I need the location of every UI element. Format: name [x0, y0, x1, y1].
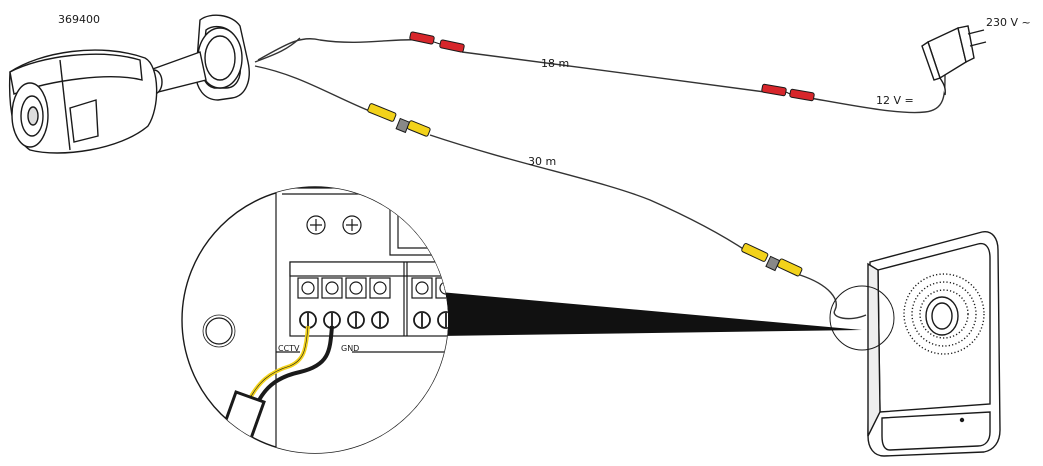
- screw-icon: [306, 215, 362, 235]
- product-code-label: 369400: [58, 13, 100, 26]
- cables: [254, 37, 946, 320]
- terminal-gnd-label: GND: [341, 344, 359, 353]
- power-connector-left: [409, 31, 465, 53]
- terminal-zoom-detail: [181, 186, 449, 454]
- plug-adapter-icon: [921, 25, 987, 96]
- video-cable: [254, 65, 867, 320]
- gnd-wire: [248, 325, 334, 421]
- video-connector-top: [367, 103, 431, 137]
- power-cable-length-label: 18 m: [541, 57, 569, 70]
- zoom-beam: [440, 292, 862, 336]
- door-entry-panel-icon: [867, 231, 1001, 457]
- terminal-cctv-label: CCTV: [278, 344, 300, 353]
- power-connectors: [409, 31, 815, 102]
- dc-voltage-label: 12 V =: [876, 94, 914, 107]
- mains-voltage-label: 230 V ~: [986, 16, 1031, 29]
- bullet-camera-icon: [8, 14, 250, 154]
- terminal-clamp-row: [299, 311, 448, 329]
- video-connectors: [367, 103, 803, 277]
- terminal-screw-row: [297, 277, 448, 299]
- video-cable-length-label: 30 m: [528, 155, 556, 168]
- mounting-hole-icon: [205, 317, 233, 345]
- power-connector-right: [761, 83, 815, 102]
- power-cable: [257, 38, 946, 114]
- video-connector-bottom: [741, 243, 803, 277]
- detail-marker-circle: [829, 285, 895, 351]
